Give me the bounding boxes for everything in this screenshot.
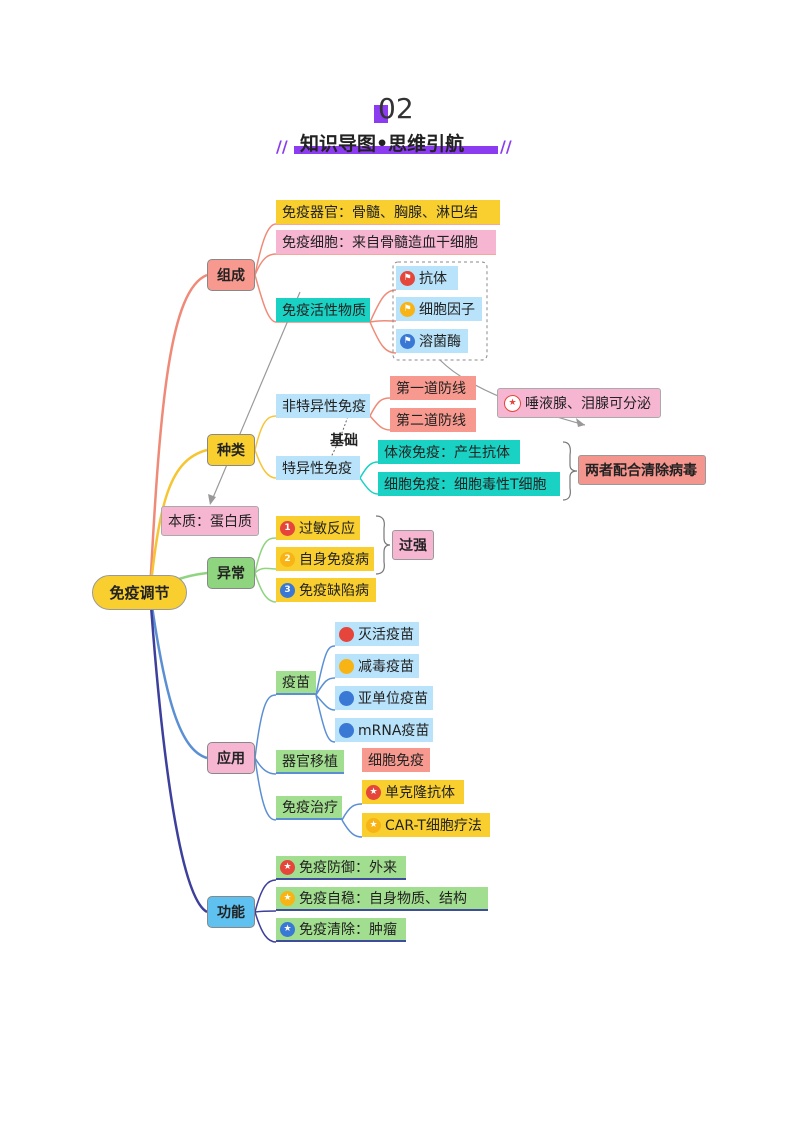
immune-surveillance-label: 免疫清除：肿瘤 bbox=[299, 922, 397, 938]
cooperate-node: 两者配合清除病毒 bbox=[578, 455, 706, 485]
humoral-immunity-node: 体液免疫：产生抗体 bbox=[378, 440, 520, 464]
immune-cells-node: 免疫细胞：来自骨髓造血干细胞 bbox=[276, 230, 496, 254]
star-icon: ★ bbox=[280, 859, 295, 875]
cellular-immunity-node: 细胞免疫：细胞毒性T细胞 bbox=[378, 472, 560, 496]
monoclonal-node: ★ 单克隆抗体 bbox=[362, 780, 464, 804]
antibody-node: ⚑ 抗体 bbox=[396, 266, 458, 290]
star-icon: ★ bbox=[280, 890, 295, 906]
number-badge-icon: 2 bbox=[280, 551, 295, 567]
attenuated-vaccine-label: 减毒疫苗 bbox=[358, 659, 414, 675]
specific-immunity-node: 特异性免疫 bbox=[276, 456, 360, 480]
right-slash-decoration: // bbox=[500, 137, 512, 156]
immune-organs-node: 免疫器官：骨髓、胸腺、淋巴结 bbox=[276, 200, 500, 224]
number-badge-icon: 1 bbox=[280, 520, 295, 536]
immune-defense-label: 免疫防御：外来 bbox=[299, 860, 397, 876]
immunodeficiency-node: 3 免疫缺陷病 bbox=[276, 578, 376, 602]
section-number: 02 bbox=[378, 92, 414, 125]
allergy-node: 1 过敏反应 bbox=[276, 516, 360, 540]
category-function: 功能 bbox=[207, 896, 255, 928]
inactivated-vaccine-label: 灭活疫苗 bbox=[358, 627, 414, 643]
immune-surveillance-node: ★ 免疫清除：肿瘤 bbox=[276, 918, 406, 942]
immune-homeostasis-node: ★ 免疫自稳：自身物质、结构 bbox=[276, 887, 488, 911]
car-t-label: CAR-T细胞疗法 bbox=[385, 818, 482, 834]
cell-immunity-node: 细胞免疫 bbox=[362, 748, 430, 772]
vaccine-node: 疫苗 bbox=[276, 671, 316, 695]
too-strong-node: 过强 bbox=[392, 530, 434, 560]
inactivated-vaccine-node: 灭活疫苗 bbox=[335, 622, 419, 646]
allergy-label: 过敏反应 bbox=[299, 521, 355, 537]
header-accent-block bbox=[374, 105, 388, 123]
category-composition: 组成 bbox=[207, 259, 255, 291]
immune-defense-node: ★ 免疫防御：外来 bbox=[276, 856, 406, 880]
essence-node: 本质：蛋白质 bbox=[161, 506, 259, 536]
flag-icon: ⚑ bbox=[400, 333, 415, 349]
antibody-label: 抗体 bbox=[419, 271, 447, 287]
flag-icon: ⚑ bbox=[400, 301, 415, 317]
star-icon: ★ bbox=[366, 784, 381, 800]
page-title: 知识导图•思维引航 bbox=[300, 133, 465, 155]
basis-label: 基础 bbox=[330, 433, 358, 449]
active-substance-node: 免疫活性物质 bbox=[276, 298, 370, 322]
dot-icon bbox=[339, 626, 354, 642]
cytokine-node: ⚑ 细胞因子 bbox=[396, 297, 482, 321]
left-slash-decoration: // bbox=[276, 137, 288, 156]
cytokine-label: 细胞因子 bbox=[419, 302, 475, 318]
lysozyme-label: 溶菌酶 bbox=[419, 334, 461, 350]
therapy-node: 免疫治疗 bbox=[276, 796, 342, 820]
nonspecific-immunity-node: 非特异性免疫 bbox=[276, 394, 370, 418]
category-application: 应用 bbox=[207, 742, 255, 774]
saliva-node: ★ 唾液腺、泪腺可分泌 bbox=[497, 388, 661, 418]
first-line-node: 第一道防线 bbox=[390, 376, 476, 400]
number-badge-icon: 3 bbox=[280, 582, 295, 598]
star-icon: ★ bbox=[504, 394, 521, 412]
saliva-label: 唾液腺、泪腺可分泌 bbox=[525, 396, 651, 412]
mrna-vaccine-node: mRNA疫苗 bbox=[335, 718, 433, 742]
immunodeficiency-label: 免疫缺陷病 bbox=[299, 583, 369, 599]
root-node: 免疫调节 bbox=[92, 575, 187, 610]
attenuated-vaccine-node: 减毒疫苗 bbox=[335, 654, 419, 678]
monoclonal-label: 单克隆抗体 bbox=[385, 785, 455, 801]
category-abnormal: 异常 bbox=[207, 557, 255, 589]
lysozyme-node: ⚑ 溶菌酶 bbox=[396, 329, 468, 353]
dot-icon bbox=[339, 690, 354, 706]
subunit-vaccine-label: 亚单位疫苗 bbox=[358, 691, 428, 707]
mrna-vaccine-label: mRNA疫苗 bbox=[358, 723, 430, 739]
second-line-node: 第二道防线 bbox=[390, 408, 476, 432]
dot-icon bbox=[339, 658, 354, 674]
autoimmune-node: 2 自身免疫病 bbox=[276, 547, 374, 571]
star-icon: ★ bbox=[280, 921, 295, 937]
immune-homeostasis-label: 免疫自稳：自身物质、结构 bbox=[299, 891, 467, 907]
header-underline bbox=[294, 146, 498, 154]
subunit-vaccine-node: 亚单位疫苗 bbox=[335, 686, 433, 710]
dot-icon bbox=[339, 722, 354, 738]
star-icon: ★ bbox=[366, 817, 381, 833]
autoimmune-label: 自身免疫病 bbox=[299, 552, 369, 568]
flag-icon: ⚑ bbox=[400, 270, 415, 286]
category-types: 种类 bbox=[207, 434, 255, 466]
car-t-node: ★ CAR-T细胞疗法 bbox=[362, 813, 490, 837]
transplant-node: 器官移植 bbox=[276, 750, 344, 774]
